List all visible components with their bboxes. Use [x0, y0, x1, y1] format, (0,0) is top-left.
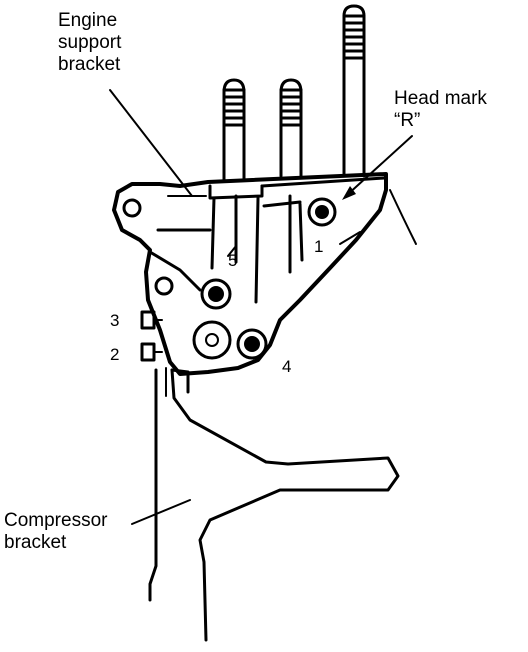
stud-right	[342, 4, 366, 178]
label-line: Engine	[58, 10, 118, 31]
bolt-number-2: 2	[110, 345, 120, 364]
label-line: “R”	[394, 110, 421, 131]
head-mark-arrow	[342, 135, 413, 200]
pulley-boss	[192, 320, 232, 360]
bolt-4	[236, 328, 268, 360]
bolt-2	[140, 342, 163, 362]
bolt-number-3: 3	[110, 311, 120, 330]
label-compressor-bracket: Compressor bracket	[4, 510, 107, 554]
stud-middle	[279, 78, 303, 178]
leader-lines	[109, 89, 237, 525]
label-line: support	[58, 32, 122, 53]
label-line: bracket	[4, 532, 67, 553]
bolt-number-4: 4	[282, 357, 292, 376]
label-line: Head mark	[394, 88, 487, 109]
label-engine-support-bracket: Engine support bracket	[58, 10, 121, 76]
compressor-bracket	[148, 367, 400, 642]
label-line: Compressor	[4, 510, 108, 531]
bolt-5	[200, 278, 232, 310]
bolt-1	[307, 197, 337, 227]
bolt-3	[140, 310, 163, 330]
label-head-mark: Head mark “R”	[394, 88, 487, 132]
label-line: bracket	[58, 54, 121, 75]
stud-left	[222, 78, 246, 182]
bolt-number-1: 1	[314, 237, 324, 256]
bolt-number-5: 5	[228, 251, 238, 270]
